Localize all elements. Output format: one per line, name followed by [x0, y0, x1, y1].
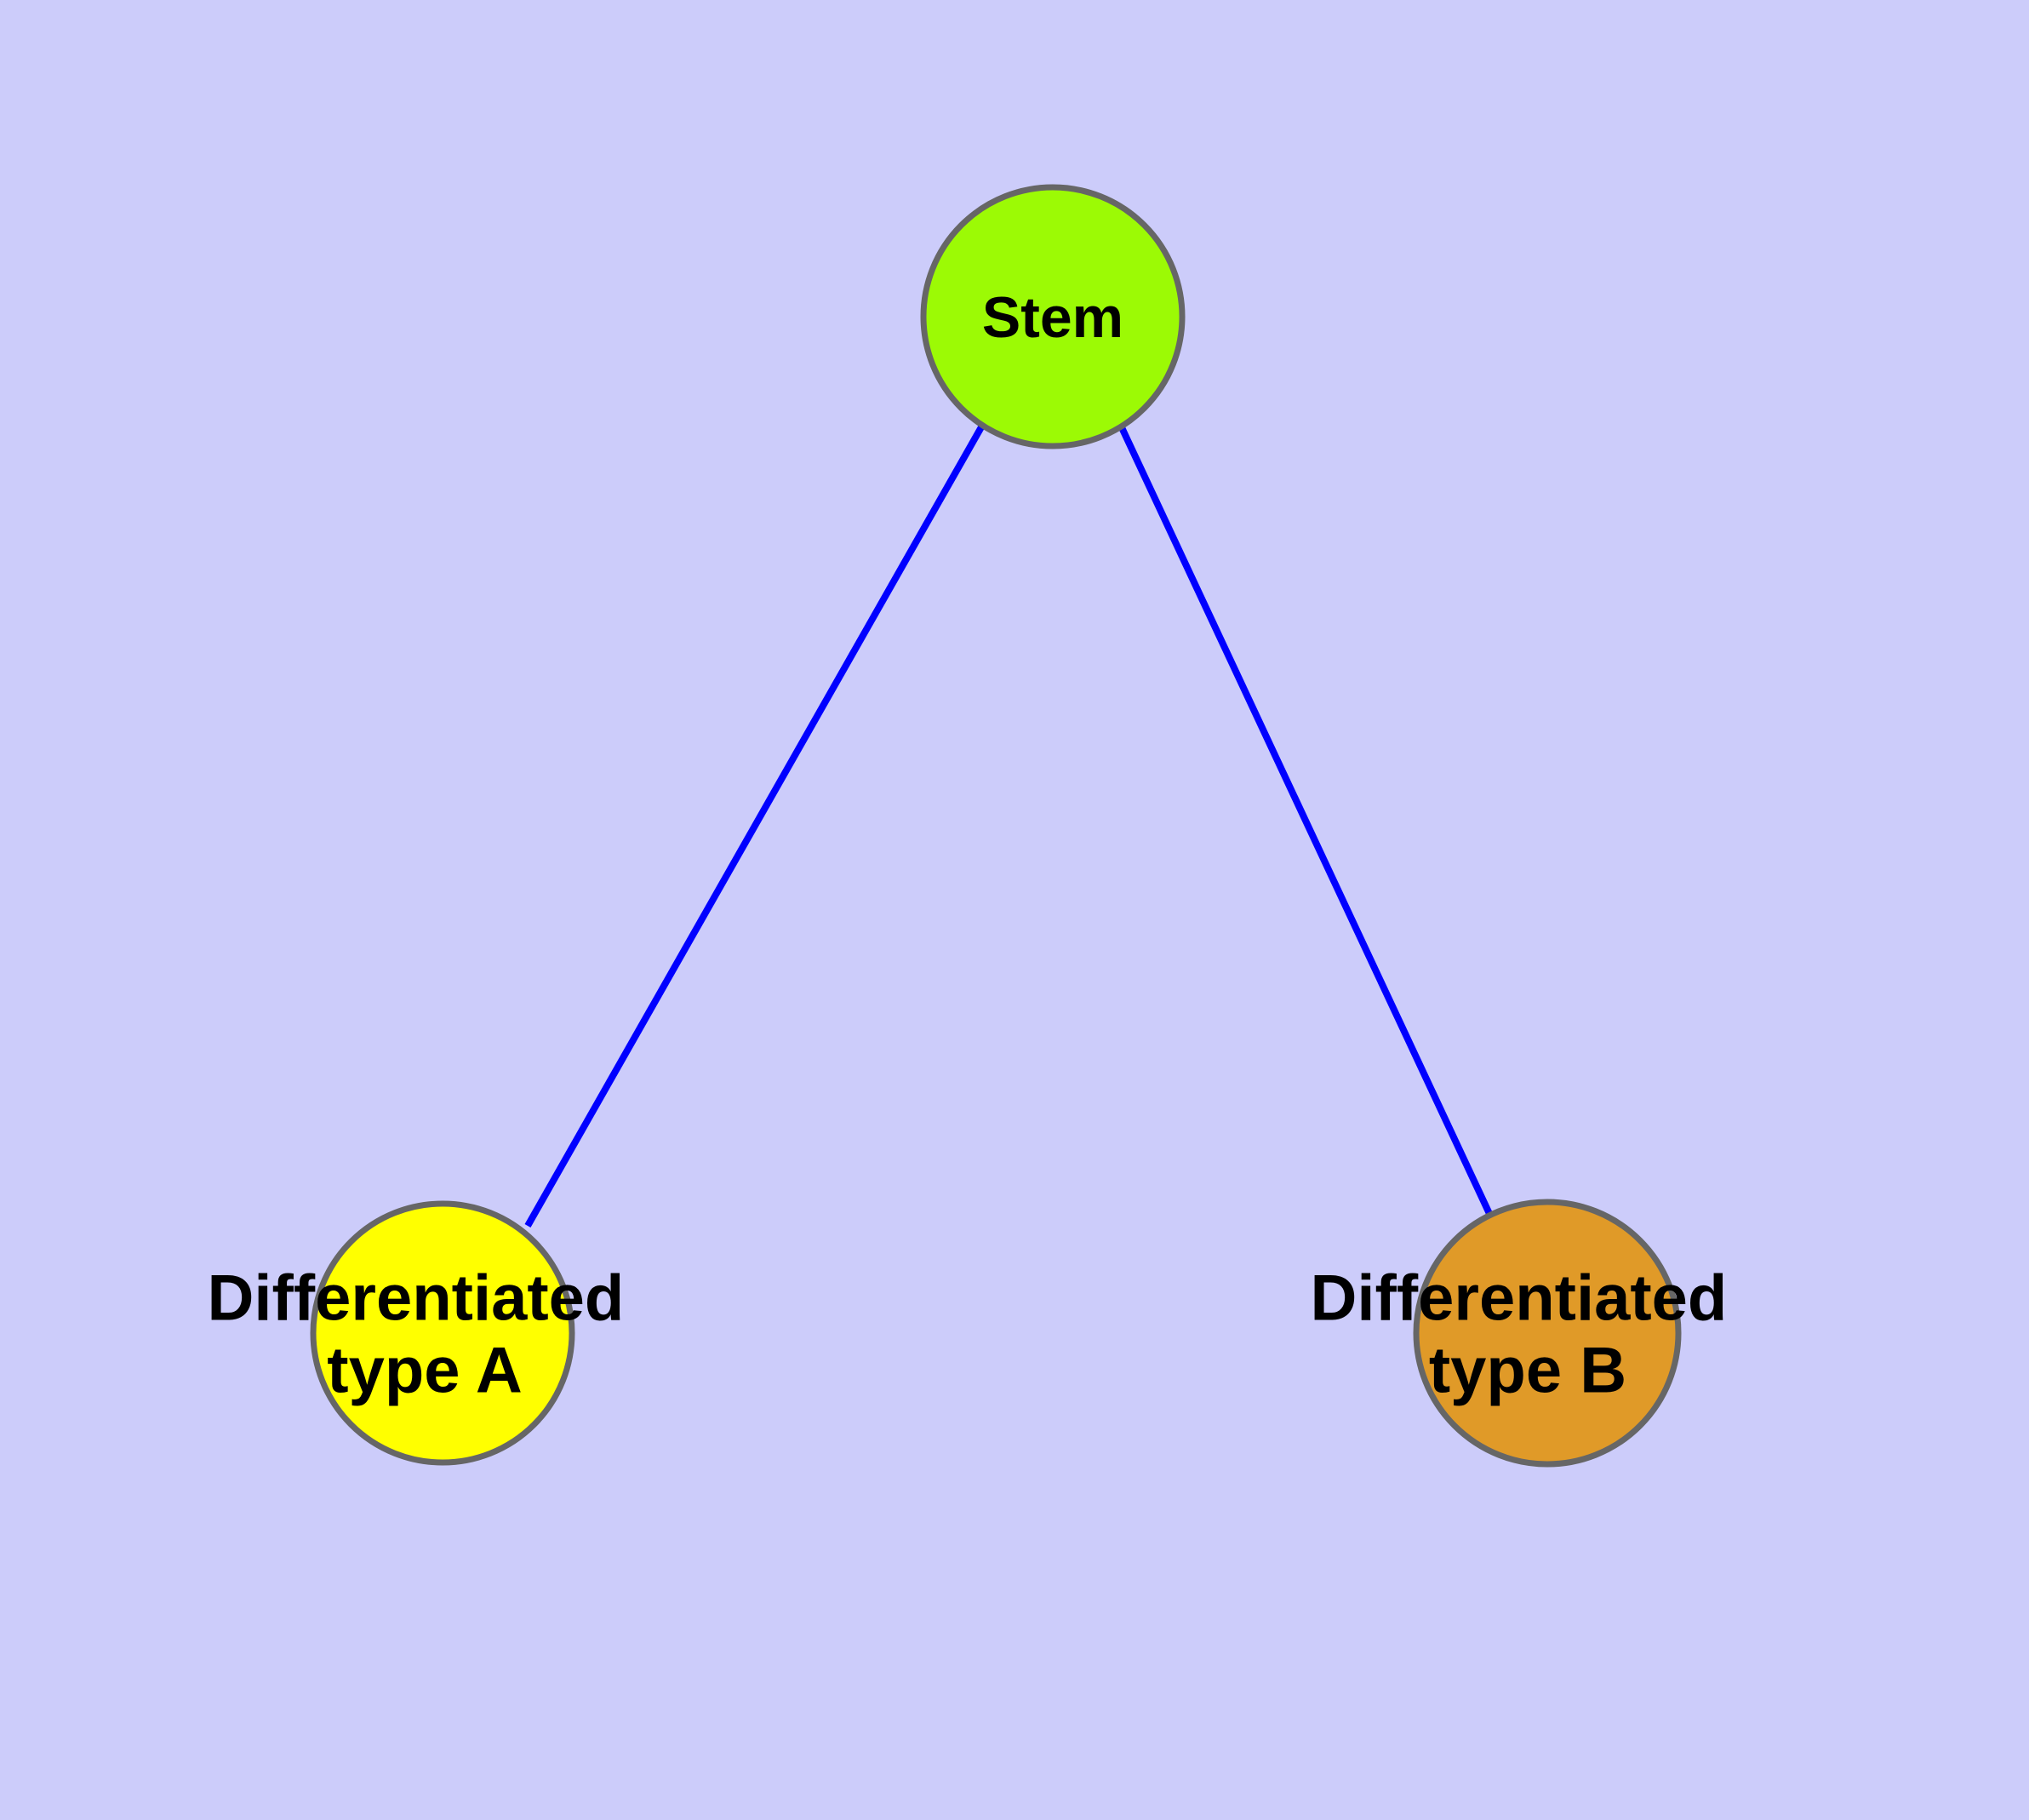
edge-stem-to-differentiated-type-b[interactable]	[1117, 422, 1495, 1219]
node-differentiated-type-a-label-line-1: Differentiated	[208, 1262, 625, 1334]
node-stem-label: Stem	[982, 285, 1123, 350]
node-differentiated-type-b[interactable]: Differentiated type B	[1311, 1199, 1746, 1468]
node-differentiated-type-b-label-line-1: Differentiated	[1311, 1262, 1728, 1334]
node-differentiated-type-a-label-line-2: type A	[327, 1335, 522, 1407]
node-differentiated-type-b-label: Differentiated type B	[1311, 1262, 1746, 1406]
node-stem[interactable]: Stem	[920, 184, 1186, 449]
edge-stem-to-differentiated-type-a[interactable]	[524, 424, 986, 1228]
node-differentiated-type-a[interactable]: Differentiated type A	[208, 1200, 643, 1466]
node-layer: Stem Differentiated type A Differentiate…	[208, 184, 1746, 1468]
node-differentiated-type-b-label-line-2: type B	[1429, 1335, 1626, 1407]
node-stem-label-line-1: Stem	[982, 285, 1123, 350]
node-differentiated-type-a-label: Differentiated type A	[208, 1262, 643, 1406]
node-stem-circle[interactable]	[920, 184, 1186, 449]
node-differentiated-type-a-circle[interactable]	[310, 1200, 575, 1466]
edge-layer	[524, 422, 1495, 1228]
node-differentiated-type-b-circle[interactable]	[1413, 1199, 1682, 1468]
